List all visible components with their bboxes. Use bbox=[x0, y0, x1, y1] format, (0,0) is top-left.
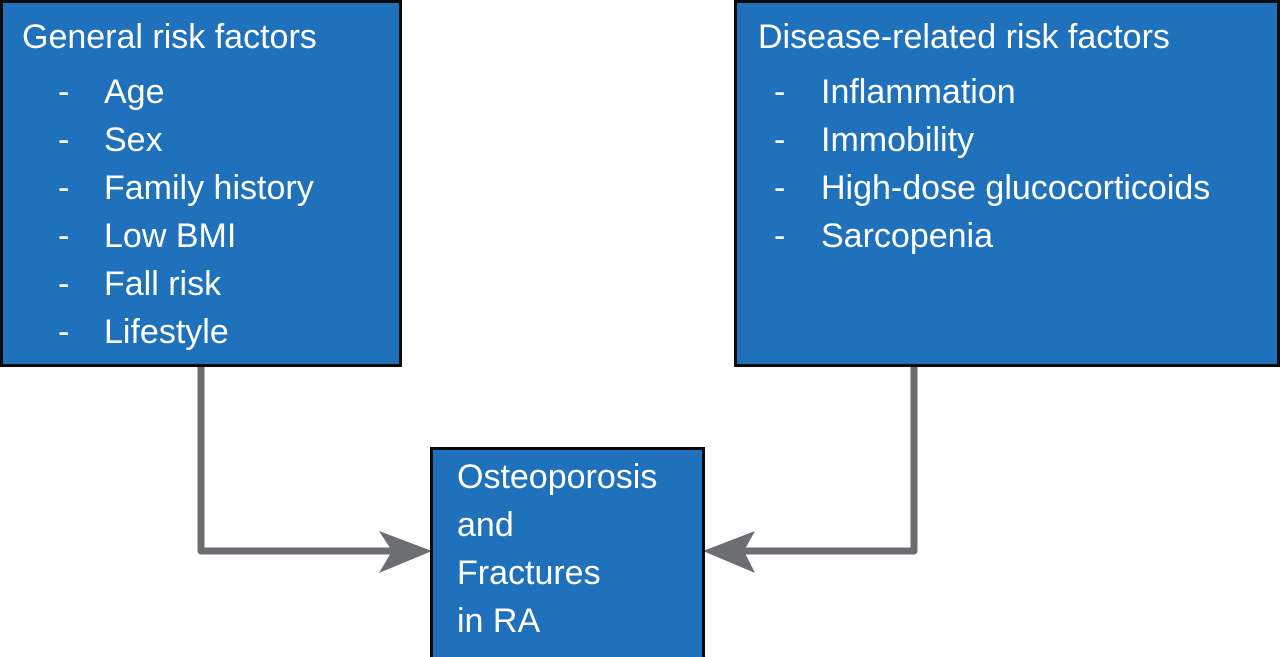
bullet-dash: - bbox=[774, 121, 786, 159]
list-item-label: High-dose glucocorticoids bbox=[821, 169, 1211, 207]
list-item-label: Inflammation bbox=[821, 73, 1016, 111]
list-item-label: Lifestyle bbox=[104, 313, 229, 351]
right-arrowhead bbox=[703, 531, 755, 573]
list-item-label: Immobility bbox=[821, 121, 975, 159]
left-connector-line bbox=[197, 366, 392, 555]
bullet-dash: - bbox=[58, 217, 70, 255]
osteoporosis-fractures-box: Osteoporosis and Fractures in RA bbox=[430, 447, 705, 657]
list-item-label: Sex bbox=[104, 121, 163, 159]
right-connector-line bbox=[744, 366, 918, 555]
general-risk-factors-title: General risk factors bbox=[22, 18, 317, 56]
list-item-label: Age bbox=[104, 73, 165, 111]
general-risk-factors-box: General risk factors -Age-Sex-Family his… bbox=[0, 0, 402, 367]
bullet-dash: - bbox=[58, 265, 70, 303]
list-item-label: Sarcopenia bbox=[821, 217, 994, 255]
list-item-label: Fall risk bbox=[104, 265, 222, 303]
bullet-dash: - bbox=[58, 313, 70, 351]
bullet-dash: - bbox=[774, 217, 786, 255]
bullet-dash: - bbox=[58, 121, 70, 159]
center-box-line: Fractures bbox=[457, 554, 601, 592]
bullet-dash: - bbox=[774, 169, 786, 207]
center-box-line: Osteoporosis bbox=[457, 458, 658, 496]
bullet-dash: - bbox=[58, 169, 70, 207]
center-box-line: and bbox=[457, 506, 514, 544]
left-arrowhead bbox=[379, 531, 432, 573]
disease-related-risk-factors-title: Disease-related risk factors bbox=[758, 18, 1170, 56]
bullet-dash: - bbox=[774, 73, 786, 111]
bullet-dash: - bbox=[58, 73, 70, 111]
disease-related-risk-factors-box: Disease-related risk factors -Inflammati… bbox=[734, 0, 1280, 367]
center-box-line: in RA bbox=[457, 602, 541, 640]
list-item-label: Family history bbox=[104, 169, 314, 207]
list-item-label: Low BMI bbox=[104, 217, 237, 255]
